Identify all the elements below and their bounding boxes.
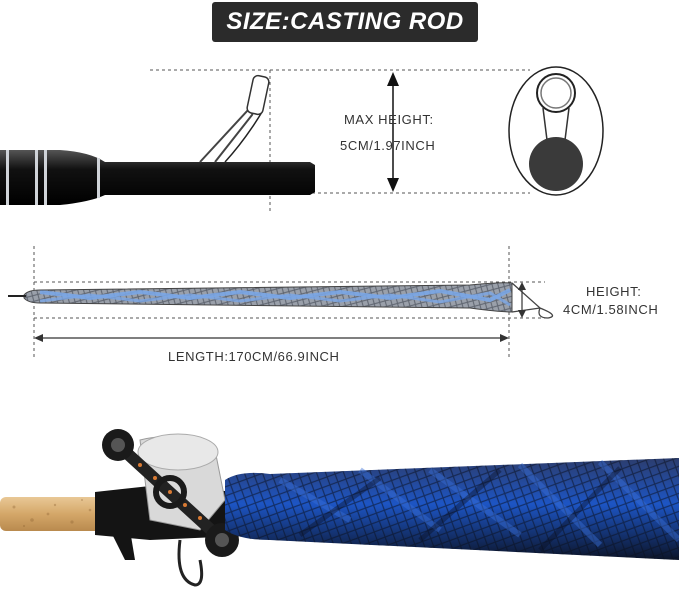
max-height-label: MAX HEIGHT: [344,112,434,127]
rod-top-diagram [0,66,604,212]
max-height-value: 5CM/1.97INCH [340,138,436,153]
height-label: HEIGHT: [586,284,642,299]
length-label: LENGTH:170CM/66.9INCH [168,349,340,364]
title-text: SIZE:CASTING ROD [226,8,464,35]
rod-with-sleeve-photo [0,429,679,587]
sleeve-length-diagram [8,246,554,358]
height-value: 4CM/1.58INCH [563,302,659,317]
title-banner: SIZE:CASTING ROD [212,2,478,42]
